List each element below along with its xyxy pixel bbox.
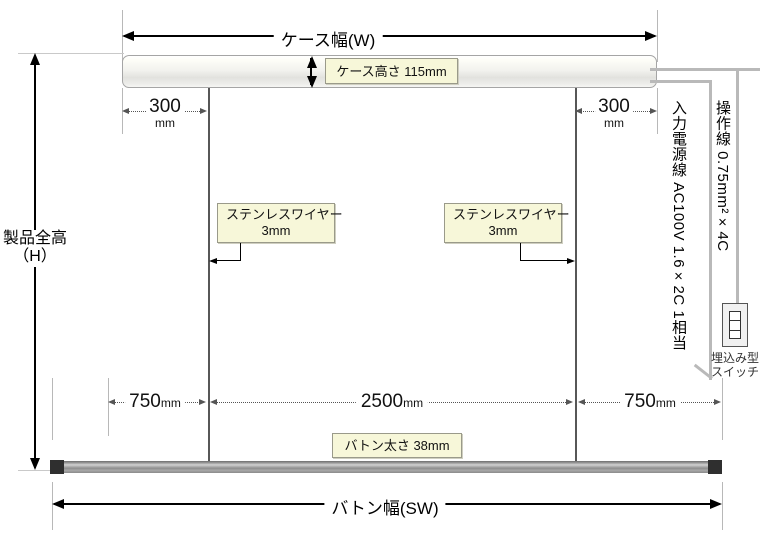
offset-right-arrow-left: [575, 108, 582, 114]
span-center-arrow-left: [210, 399, 217, 405]
power-cable-label: 入力電源線 AC100V 1.6×2C 1相当: [670, 100, 687, 351]
offset-left-unit: mm: [152, 116, 178, 130]
wall-switch-caption: 埋込み型 スイッチ: [711, 351, 759, 380]
wire-left-leader-arrow: [209, 258, 217, 264]
control-cable-vertical: [709, 80, 712, 380]
span-center-arrow-right: [566, 399, 573, 405]
case-width-arrow-right: [645, 31, 657, 41]
product-height-arrow-up: [30, 53, 40, 65]
extension-line-sw-right: [722, 482, 723, 530]
extension-line-span-left: [108, 378, 109, 436]
stainless-wire-right: [575, 88, 577, 466]
wall-switch-caption-line2: スイッチ: [710, 365, 760, 380]
wire-left-callout-line1: ステンレスワイヤー: [226, 207, 343, 222]
control-cable-horizontal: [650, 80, 712, 83]
span-right-arrow-right: [714, 399, 721, 405]
case-height-callout: ケース高さ 115mm: [325, 58, 458, 84]
product-height-arrow-down: [30, 458, 40, 470]
baton-cap-right: [708, 460, 722, 474]
product-height-label: 製品全高 （H）: [2, 230, 68, 267]
power-cable-horizontal: [650, 68, 760, 71]
wall-switch-divider-bottom: [729, 330, 741, 331]
extension-line-height-top: [18, 53, 124, 54]
span-left-arrow-left: [108, 399, 115, 405]
baton-cap-left: [50, 460, 64, 474]
span-center-value: 2500mm: [355, 391, 429, 413]
product-height-label-line1: 製品全高: [2, 230, 68, 247]
case-height-arrow-down: [307, 76, 317, 88]
span-right-arrow-left: [578, 399, 585, 405]
wire-right-callout-line2: 3mm: [488, 223, 518, 239]
wire-right-leader-vertical: [520, 243, 521, 261]
wall-switch-icon[interactable]: [729, 311, 741, 339]
product-height-label-line2: （H）: [13, 248, 57, 266]
wire-left-callout: ステンレスワイヤー 3mm: [217, 203, 343, 243]
offset-left-arrow-right: [200, 108, 207, 114]
offset-right-value: 300: [595, 96, 633, 118]
span-left-value: 750mm: [125, 391, 185, 413]
offset-right-arrow-right: [650, 108, 657, 114]
baton-width-label: バトン幅(SW): [324, 494, 446, 519]
offset-left-arrow-left: [122, 108, 129, 114]
wire-right-leader-arrow: [567, 258, 575, 264]
case-width-dimension-line: [124, 35, 655, 37]
wire-left-leader-horizontal: [217, 260, 241, 261]
wire-left-leader-vertical: [240, 243, 241, 261]
extension-line-span-right: [722, 378, 723, 436]
case-width-label: ケース幅(W): [273, 26, 383, 51]
extension-line-case-right: [657, 10, 658, 62]
offset-left-value: 300: [146, 96, 184, 118]
extension-line-300-right-b: [657, 88, 658, 134]
wire-right-callout-line1: ステンレスワイヤー: [453, 207, 570, 222]
wire-left-callout-line2: 3mm: [261, 223, 291, 239]
power-cable-vertical: [736, 68, 739, 306]
span-right-value: 750mm: [620, 391, 680, 413]
stainless-wire-left: [208, 88, 210, 466]
case-width-arrow-left: [122, 31, 134, 41]
wall-switch-divider-top: [729, 320, 741, 321]
wire-right-callout: ステンレスワイヤー 3mm: [444, 203, 570, 243]
baton-width-arrow-left: [52, 499, 64, 509]
extension-line-height-bottom: [18, 470, 58, 471]
baton-bar: [50, 461, 722, 473]
baton-width-arrow-right: [710, 499, 722, 509]
span-left-arrow-right: [199, 399, 206, 405]
wall-switch-caption-line1: 埋込み型: [710, 351, 760, 365]
case-height-dimension-line: [310, 58, 312, 85]
case-height-arrow-up: [307, 56, 317, 68]
offset-right-unit: mm: [601, 116, 627, 130]
extension-line-baton-left: [52, 378, 53, 440]
control-cable-label: 操作線 0.75mm²×4C: [714, 100, 731, 252]
baton-thickness-callout: バトン太さ 38mm: [332, 433, 462, 458]
wire-right-leader-horizontal: [520, 260, 568, 261]
